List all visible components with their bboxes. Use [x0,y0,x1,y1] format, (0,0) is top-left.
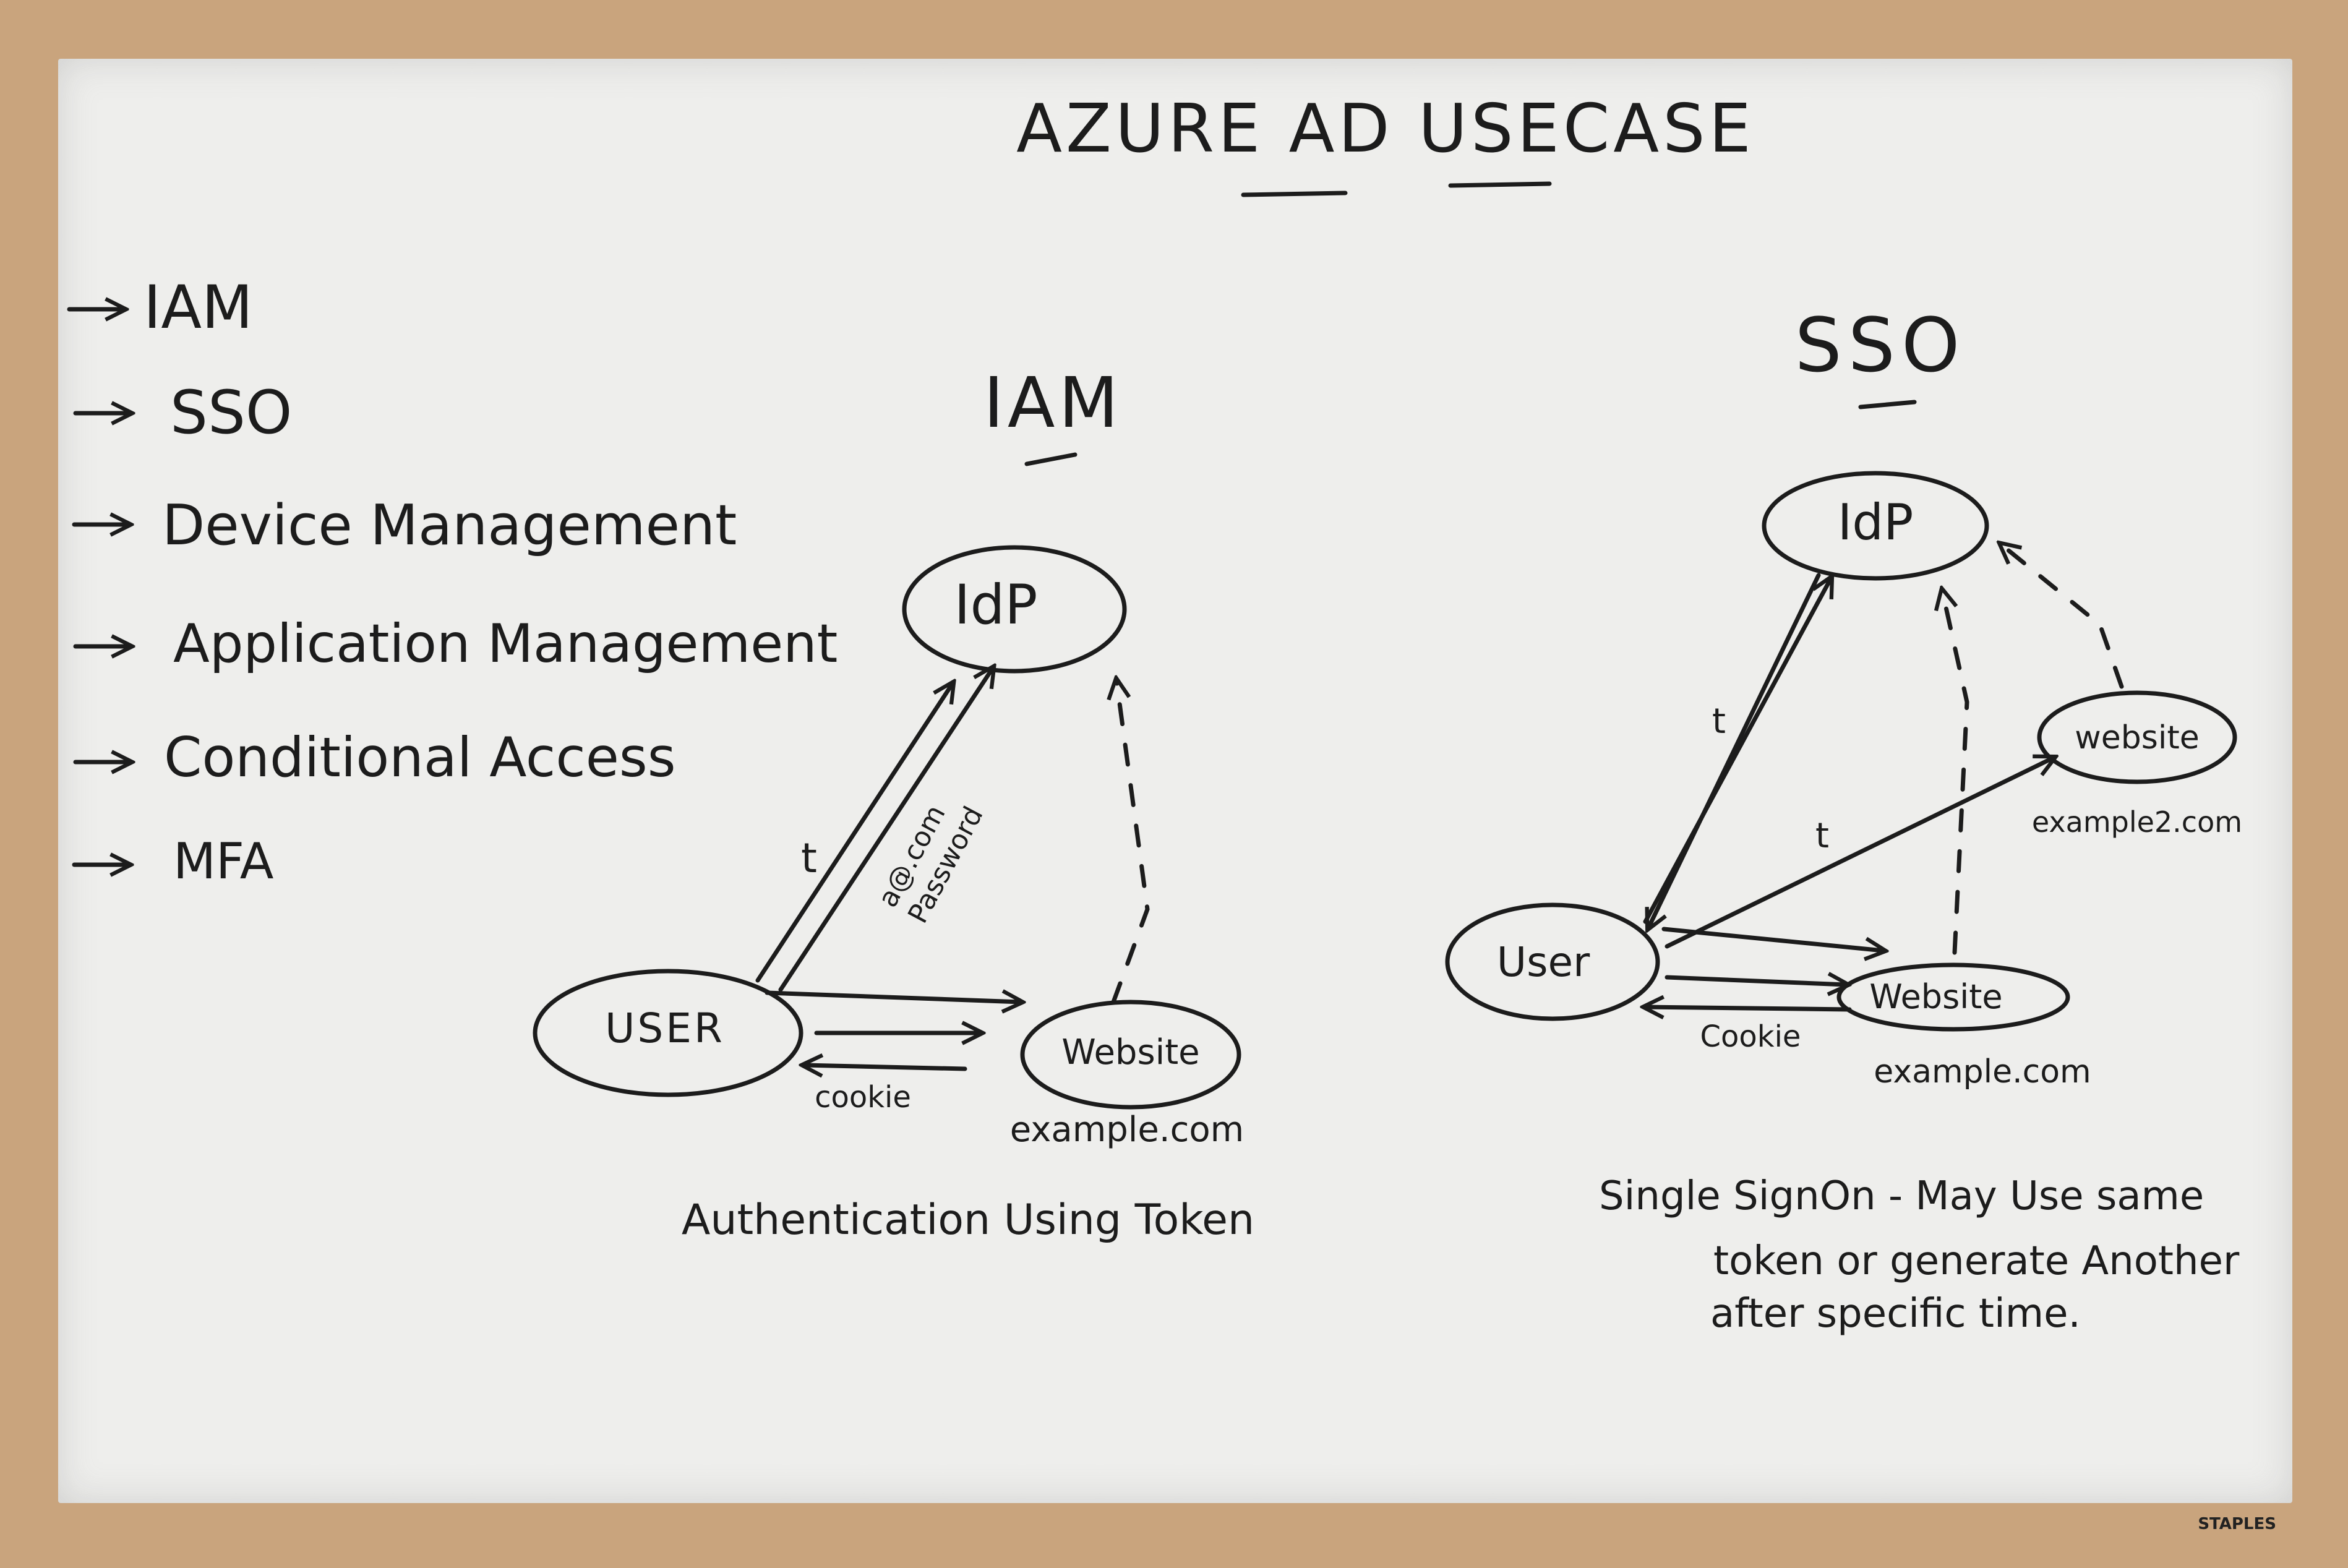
sso-token-request-arrow [1643,578,1831,924]
svg-text:after specific time.: after specific time. [1710,1291,2081,1337]
sso-diagram: SSO IdP User Website example.com website… [1445,303,2242,1337]
agenda-list: IAM SSO Device Management Application Ma… [67,273,838,890]
agenda-item-application-management: Application Management [73,613,838,675]
agenda-item-device-management: Device Management [72,493,737,558]
iam-idp-node: IdP [902,545,1127,674]
agenda-item-label: IAM [144,273,253,342]
svg-text:Website: Website [1061,1032,1199,1073]
agenda-item-label: Application Management [173,613,838,675]
svg-text:USER: USER [605,1005,725,1052]
title-underline-left [1241,191,1348,197]
agenda-item-label: Device Management [162,493,737,558]
svg-text:Website: Website [1869,977,2002,1016]
svg-text:website: website [2075,719,2199,756]
brand-label: STAPLES [2198,1515,2276,1533]
whiteboard-surface [58,59,2292,1503]
iam-website-domain: example.com [1010,1110,1244,1150]
svg-text:IdP: IdP [1838,494,1914,551]
sso-website-domain: example.com [1874,1053,2091,1090]
sso-heading-underline [1858,400,1917,409]
sso-token-label-2: t [1815,816,1829,856]
sso-website2-to-idp-dashed-arrow [2001,544,2124,689]
sso-cookie-arrow [1645,1007,1852,1009]
iam-user-to-website-arrow-1 [765,993,1021,1002]
sso-user-node: User [1445,902,1660,1021]
sso-caption: Single SignOn - May Use same token or ge… [1599,1173,2240,1337]
title-underline-right [1448,181,1552,188]
sso-website2-node: website [2037,690,2237,784]
iam-website-node: Website [1020,1000,1241,1110]
sso-website-node: Website [1836,962,2070,1032]
iam-cookie-arrow [804,1065,967,1069]
iam-token-request-arrow [755,683,953,983]
agenda-item-label: SSO [170,378,292,447]
iam-website-to-idp-dashed-arrow [1113,680,1150,1005]
svg-text:User: User [1497,938,1590,986]
sso-idp-node: IdP [1762,471,1989,581]
svg-text:Single SignOn - May Use same: Single SignOn - May Use same [1599,1173,2204,1219]
sso-website-to-idp-dashed-arrow [1942,591,1969,955]
sso-website2-domain: example2.com [2032,805,2242,839]
sso-user-to-website-arrow-1 [1661,927,1883,951]
svg-text:IdP: IdP [954,573,1038,636]
page-title: AZURE AD USECASE [1016,90,1755,168]
iam-user-node: USER [533,969,803,1097]
sso-token-response-arrow [1648,573,1821,928]
sso-cookie-label: Cookie [1700,1019,1801,1054]
sso-user-to-website2-arrow [1665,758,2054,949]
sso-user-to-website-arrow-2 [1665,977,1846,985]
svg-text:token or generate Another: token or generate Another [1713,1238,2240,1284]
iam-token-label: t [801,834,817,882]
iam-caption: Authentication Using Token [682,1196,1254,1245]
sso-token-label-1: t [1712,701,1726,742]
agenda-item-label: Conditional Access [164,726,676,789]
iam-heading-underline [1024,452,1078,466]
agenda-item-label: MFA [173,833,274,890]
agenda-item-mfa: MFA [72,833,274,890]
iam-credentials-label: a@.com Password [872,800,990,928]
agenda-item-iam: IAM [67,273,253,342]
iam-heading: IAM [983,363,1122,443]
iam-cookie-label: cookie [815,1080,911,1115]
agenda-item-sso: SSO [73,378,292,447]
iam-token-response-arrow [778,668,993,992]
agenda-item-conditional-access: Conditional Access [73,726,676,789]
sso-heading: SSO [1795,303,1966,389]
